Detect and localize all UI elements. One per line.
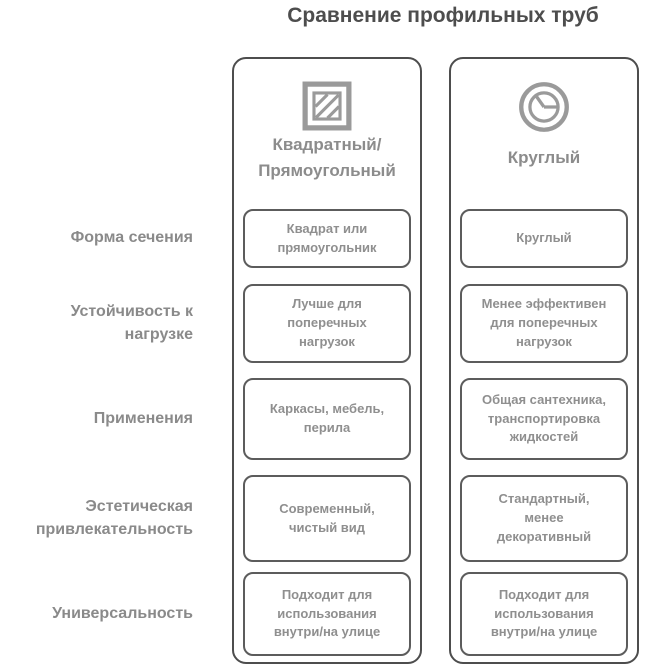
cell-shape-round: Круглый <box>460 209 628 268</box>
cell-shape-square: Квадрат или прямоугольник <box>243 209 411 268</box>
cell-load-square: Лучше для поперечных нагрузок <box>243 284 411 363</box>
cell-versatility-round: Подходит для использования внутри/на ули… <box>460 572 628 656</box>
row-label-aesthetic-appeal: Эстетическая привлекательность <box>35 498 193 538</box>
cell-versatility-square: Подходит для использования внутри/на ули… <box>243 572 411 656</box>
cell-aesthetics-round: Стандартный, менее декоративный <box>460 475 628 562</box>
circle-pie-icon <box>451 81 637 133</box>
column-card-round: Круглый Круглый Менее эффективен для поп… <box>449 57 639 664</box>
row-label-cross-section-shape: Форма сечения <box>70 229 193 247</box>
diagram-title: Сравнение профильных труб <box>287 4 599 27</box>
hatched-square-icon <box>234 81 420 131</box>
cell-aesthetics-square: Современный, чистый вид <box>243 475 411 562</box>
row-label-load-resistance: Устойчивость к нагрузке <box>70 303 193 343</box>
cell-applications-round: Общая сантехника, транспортировка жидкос… <box>460 378 628 460</box>
column-header-square-rectangular: Квадратный/ Прямоугольный <box>258 134 396 180</box>
cell-applications-square: Каркасы, мебель, перила <box>243 378 411 460</box>
column-card-square-rectangular: Квадратный/ Прямоугольный Квадрат или пр… <box>232 57 422 664</box>
column-header-round: Круглый <box>507 147 581 167</box>
row-label-applications: Применения <box>93 409 193 427</box>
cell-load-round: Менее эффективен для поперечных нагрузок <box>460 284 628 363</box>
row-label-versatility: Универсальность <box>52 604 193 622</box>
